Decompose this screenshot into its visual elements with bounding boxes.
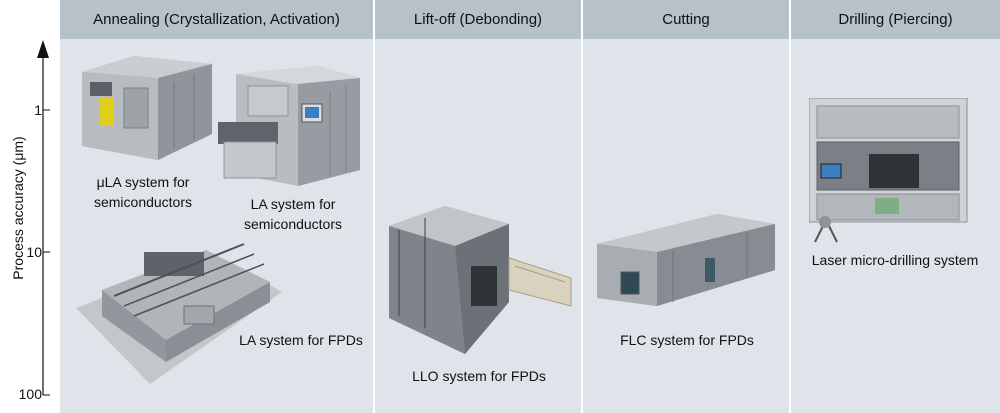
caption-la-semi-line1: LA system for (250, 196, 336, 212)
column-header-lift-off: Lift-off (Debonding) (375, 0, 581, 39)
column-header-drilling: Drilling (Piercing) (791, 0, 1000, 39)
caption-ula-line2: semiconductors (93, 194, 193, 210)
llo-machine-icon (389, 206, 572, 354)
column-header-cutting: Cutting (583, 0, 789, 39)
y-axis: Process accuracy (μm) 1 10 100 (0, 0, 60, 413)
ula-machine-icon (82, 56, 212, 160)
column-drilling: Drilling (Piercing) Laser micro-drilling… (791, 0, 1000, 413)
tick-label-10: 10 (26, 244, 42, 260)
la-semi-machine-icon (218, 66, 360, 186)
column-annealing: Annealing (Crystallization, Activation) (60, 0, 373, 413)
caption-llo-fpd: LLO system for FPDs (412, 368, 546, 384)
caption-flc-fpd: FLC system for FPDs (620, 332, 754, 348)
caption-ula-line1: μLA system for (96, 174, 190, 190)
caption-la-semi-line2: semiconductors (243, 216, 343, 232)
tick-label-1: 1 (34, 102, 42, 118)
column-cutting: Cutting FLC system for FPDs (583, 0, 789, 413)
la-fpd-machine-icon (76, 243, 282, 384)
column-lift-off: Lift-off (Debonding) LLO system for FPDs (375, 0, 581, 413)
caption-la-fpd: LA system for FPDs (239, 332, 363, 348)
tick-label-100: 100 (18, 386, 42, 402)
column-header-annealing: Annealing (Crystallization, Activation) (60, 0, 373, 39)
flc-machine-icon (597, 214, 775, 306)
caption-drill: Laser micro-drilling system (811, 252, 979, 268)
drilling-machine-icon (809, 98, 968, 243)
y-axis-line (37, 40, 50, 396)
